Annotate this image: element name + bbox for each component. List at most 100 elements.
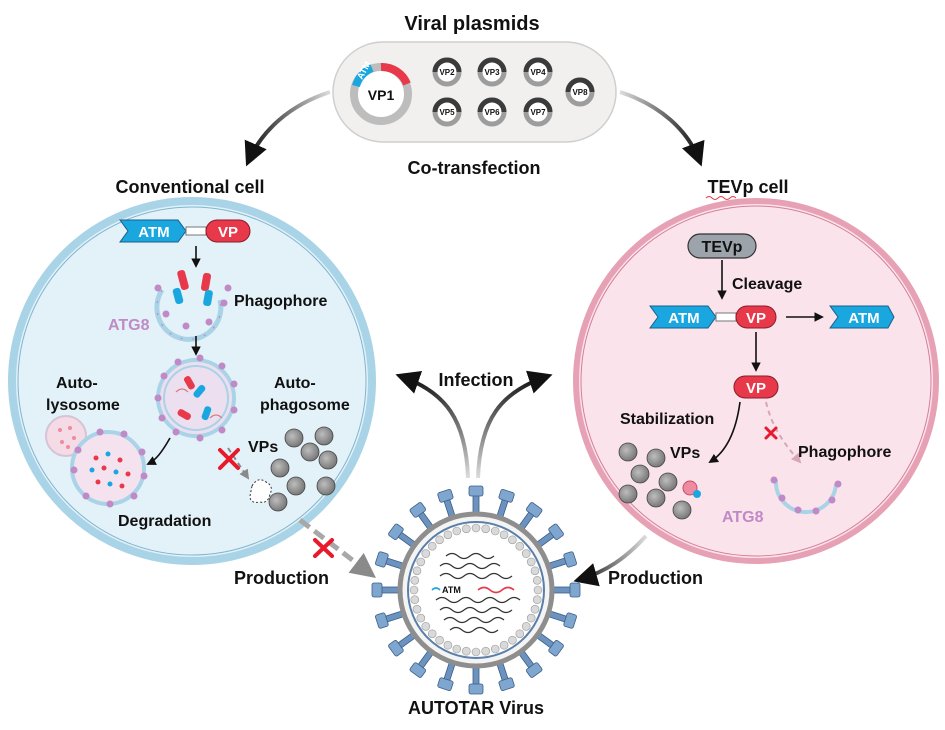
autophagosome xyxy=(154,354,238,442)
arrow-infection-right xyxy=(476,370,553,479)
autolysosome xyxy=(45,415,148,508)
tevp-production-label: Production xyxy=(608,568,703,588)
capsid-bead xyxy=(410,595,420,605)
free-vp-label: VP xyxy=(746,380,766,397)
tevp-vp-particles xyxy=(618,442,692,520)
autolysosome-label-line1: Auto- xyxy=(56,375,98,392)
capsid-bead xyxy=(481,646,491,656)
conventional-phagophore-label: Phagophore xyxy=(234,293,327,310)
cotransfection-label: Co-transfection xyxy=(407,158,540,178)
virus-genome xyxy=(435,552,521,634)
arrow-conventional-production xyxy=(298,518,376,579)
arrow-vp-to-phagophore-blocked xyxy=(765,401,802,464)
tevp-phagophore xyxy=(770,476,842,515)
small-plasmid-vp2: VP2 xyxy=(432,57,462,87)
capsid-bead xyxy=(521,549,531,558)
virus-spike xyxy=(375,551,408,571)
free-vp: VP xyxy=(733,375,779,399)
virus-name: AUTOTAR Virus xyxy=(408,698,544,718)
virus-atm-label: ATM xyxy=(442,585,461,595)
tevp-fusion-atm-label: ATM xyxy=(668,310,699,327)
virus-spike xyxy=(468,663,484,695)
tevp-phagophore-label: Phagophore xyxy=(798,444,891,461)
tevp-fusion-vp-label: VP xyxy=(746,310,766,327)
vp5-label: VP5 xyxy=(439,108,455,117)
arrow-stabilization xyxy=(708,401,741,464)
autotar-virus: ATM xyxy=(371,485,581,695)
infection-label: Infection xyxy=(439,370,514,390)
vp2-label: VP2 xyxy=(439,68,455,77)
capsid-bead xyxy=(409,585,419,595)
capsid-bead xyxy=(410,575,420,585)
virus-atm-gene xyxy=(431,587,441,591)
free-atm: ATM xyxy=(829,305,895,329)
autophagosome-label-line2: phagosome xyxy=(260,397,350,414)
capsid-bead xyxy=(508,535,517,545)
conventional-vps-label: VPs xyxy=(248,439,278,456)
small-plasmid-vp5: VP5 xyxy=(432,97,462,127)
vp3-label: VP3 xyxy=(484,68,500,77)
capsid-bead xyxy=(412,566,422,576)
arrow-to-tevp xyxy=(619,90,705,167)
arrow-to-conventional xyxy=(244,90,331,167)
capsid-bead xyxy=(443,640,453,650)
capsid-bead xyxy=(471,647,481,657)
conventional-atm-label: ATM xyxy=(138,224,169,241)
tevp-protein: TEVp xyxy=(687,233,757,259)
stabilization-label: Stabilization xyxy=(620,411,714,428)
capsid-bead xyxy=(508,635,517,645)
virus-vp-gene xyxy=(477,586,515,594)
tevp-phagophore-block xyxy=(764,426,778,440)
vp8-label: VP8 xyxy=(572,88,588,97)
capsid-bead xyxy=(421,549,431,558)
conventional-vp-particles xyxy=(268,426,338,512)
capsid-bead xyxy=(461,524,471,534)
virus-spike xyxy=(544,551,577,571)
conventional-cell-inner-ring xyxy=(17,206,367,556)
capsid-bead xyxy=(416,613,426,623)
degradation-label: Degradation xyxy=(118,513,211,530)
tevp-atg8-label: ATG8 xyxy=(722,509,764,526)
capsid-bead xyxy=(412,604,422,614)
capsid-bead xyxy=(533,585,543,595)
autolysosome-label-line2: lysosome xyxy=(46,397,120,414)
small-plasmid-vp4: VP4 xyxy=(523,57,553,87)
conventional-vp-label: VP xyxy=(218,224,238,241)
virus-spike xyxy=(437,658,457,691)
small-plasmid-vp3: VP3 xyxy=(477,57,507,87)
capsid-bead xyxy=(526,613,536,623)
vp7-label: VP7 xyxy=(530,108,546,117)
capsid-bead xyxy=(416,557,426,567)
virus-spike xyxy=(371,582,403,598)
capsid-bead xyxy=(421,622,431,631)
vp1-label: VP1 xyxy=(368,87,395,103)
capsid-bead xyxy=(515,541,525,551)
capsid-bead xyxy=(515,629,525,639)
tevp-cell-inner-ring xyxy=(580,205,932,557)
small-plasmid-vp7: VP7 xyxy=(523,97,553,127)
tevp-title-underline xyxy=(705,196,737,200)
small-plasmid-vp8: VP8 xyxy=(565,77,595,107)
vp1-plasmid: ATM VP1 xyxy=(350,60,412,125)
tevp-protein-label: TEVp xyxy=(702,239,743,256)
capsid-bead xyxy=(427,629,437,639)
plasmids-title: Viral plasmids xyxy=(404,13,539,35)
virus-capsid-beads xyxy=(409,523,543,657)
capsid-bead xyxy=(471,523,481,533)
vp4-label: VP4 xyxy=(530,68,546,77)
arrow-autophagosome-to-autolysosome xyxy=(146,437,171,465)
virus-spike xyxy=(495,658,515,691)
tevp-stabilized-vp xyxy=(682,480,701,498)
arrow-tevp-production xyxy=(573,534,648,587)
conventional-atg8-label: ATG8 xyxy=(108,317,150,334)
autophagosome-label-line1: Auto- xyxy=(274,375,316,392)
virus-spike xyxy=(544,609,577,629)
tevp-fusion: ATM VP xyxy=(649,305,777,329)
conventional-phagophore xyxy=(154,269,232,342)
capsid-bead xyxy=(530,604,540,614)
small-plasmid-vp6: VP6 xyxy=(477,97,507,127)
capsid-bead xyxy=(452,526,462,536)
capsid-bead xyxy=(490,526,500,536)
